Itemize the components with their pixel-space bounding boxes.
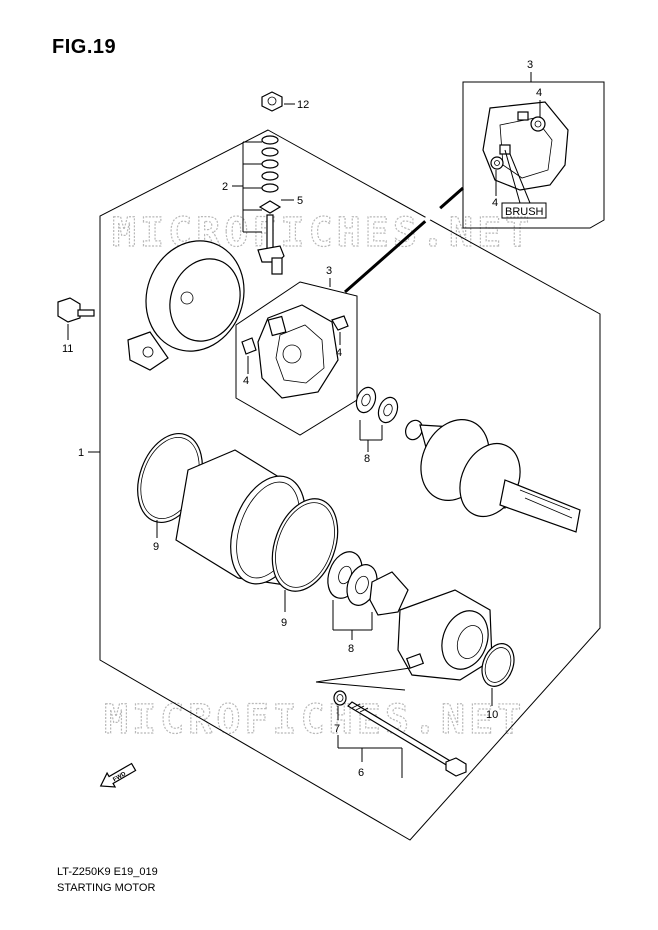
callout-10: 10	[486, 709, 498, 721]
washers-8-upper	[355, 386, 399, 424]
bolt-11	[57, 297, 95, 323]
callout-4-inset-bottom: 4	[492, 197, 498, 209]
callout-7: 7	[334, 723, 340, 735]
callout-5: 5	[297, 195, 303, 207]
brush-callout-label: BRUSH	[505, 206, 544, 218]
inset-frame	[462, 81, 605, 229]
washers-8-lower	[327, 551, 409, 616]
brush-spring-left	[241, 337, 257, 355]
callout-9-left: 9	[153, 541, 159, 553]
callout-1: 1	[78, 447, 84, 459]
terminal-bolt	[257, 214, 285, 275]
terminal-seal-5	[258, 200, 282, 214]
terminal-washer-stack	[261, 135, 279, 193]
o-ring-9-right	[271, 498, 339, 592]
callout-3: 3	[326, 265, 332, 277]
callout-2: 2	[222, 181, 228, 193]
callout-12: 12	[297, 99, 309, 111]
o-ring-7	[333, 690, 347, 706]
armature	[405, 419, 581, 533]
callout-11: 11	[62, 343, 73, 355]
nut-12	[261, 91, 283, 112]
callout-6: 6	[358, 767, 364, 779]
front-end-bracket	[397, 589, 493, 681]
brush-holder-frame	[235, 281, 358, 436]
brush-holder	[257, 304, 339, 399]
figure-title: FIG.19	[52, 36, 117, 58]
o-ring-10	[481, 643, 515, 687]
callout-9-right: 9	[281, 617, 287, 629]
callout-4-right: 4	[336, 347, 342, 359]
diagram-name: STARTING MOTOR	[57, 882, 156, 894]
callout-8-upper: 8	[364, 453, 370, 465]
brush-spring-right	[331, 315, 349, 331]
callout-3-inset: 3	[527, 59, 533, 71]
watermark-bottom: MICROFICHES.NET	[104, 697, 525, 743]
callout-4-inset-top: 4	[536, 87, 542, 99]
callout-4-left: 4	[243, 375, 249, 387]
fwd-direction-marker: FWD	[99, 762, 137, 788]
callout-8-lower: 8	[348, 643, 354, 655]
rear-end-cap	[127, 240, 245, 371]
model-code: LT-Z250K9 E19_019	[57, 866, 158, 878]
assembly-outline	[99, 129, 601, 841]
through-bolt-6	[347, 701, 467, 777]
brush-plate-inset	[482, 101, 569, 191]
